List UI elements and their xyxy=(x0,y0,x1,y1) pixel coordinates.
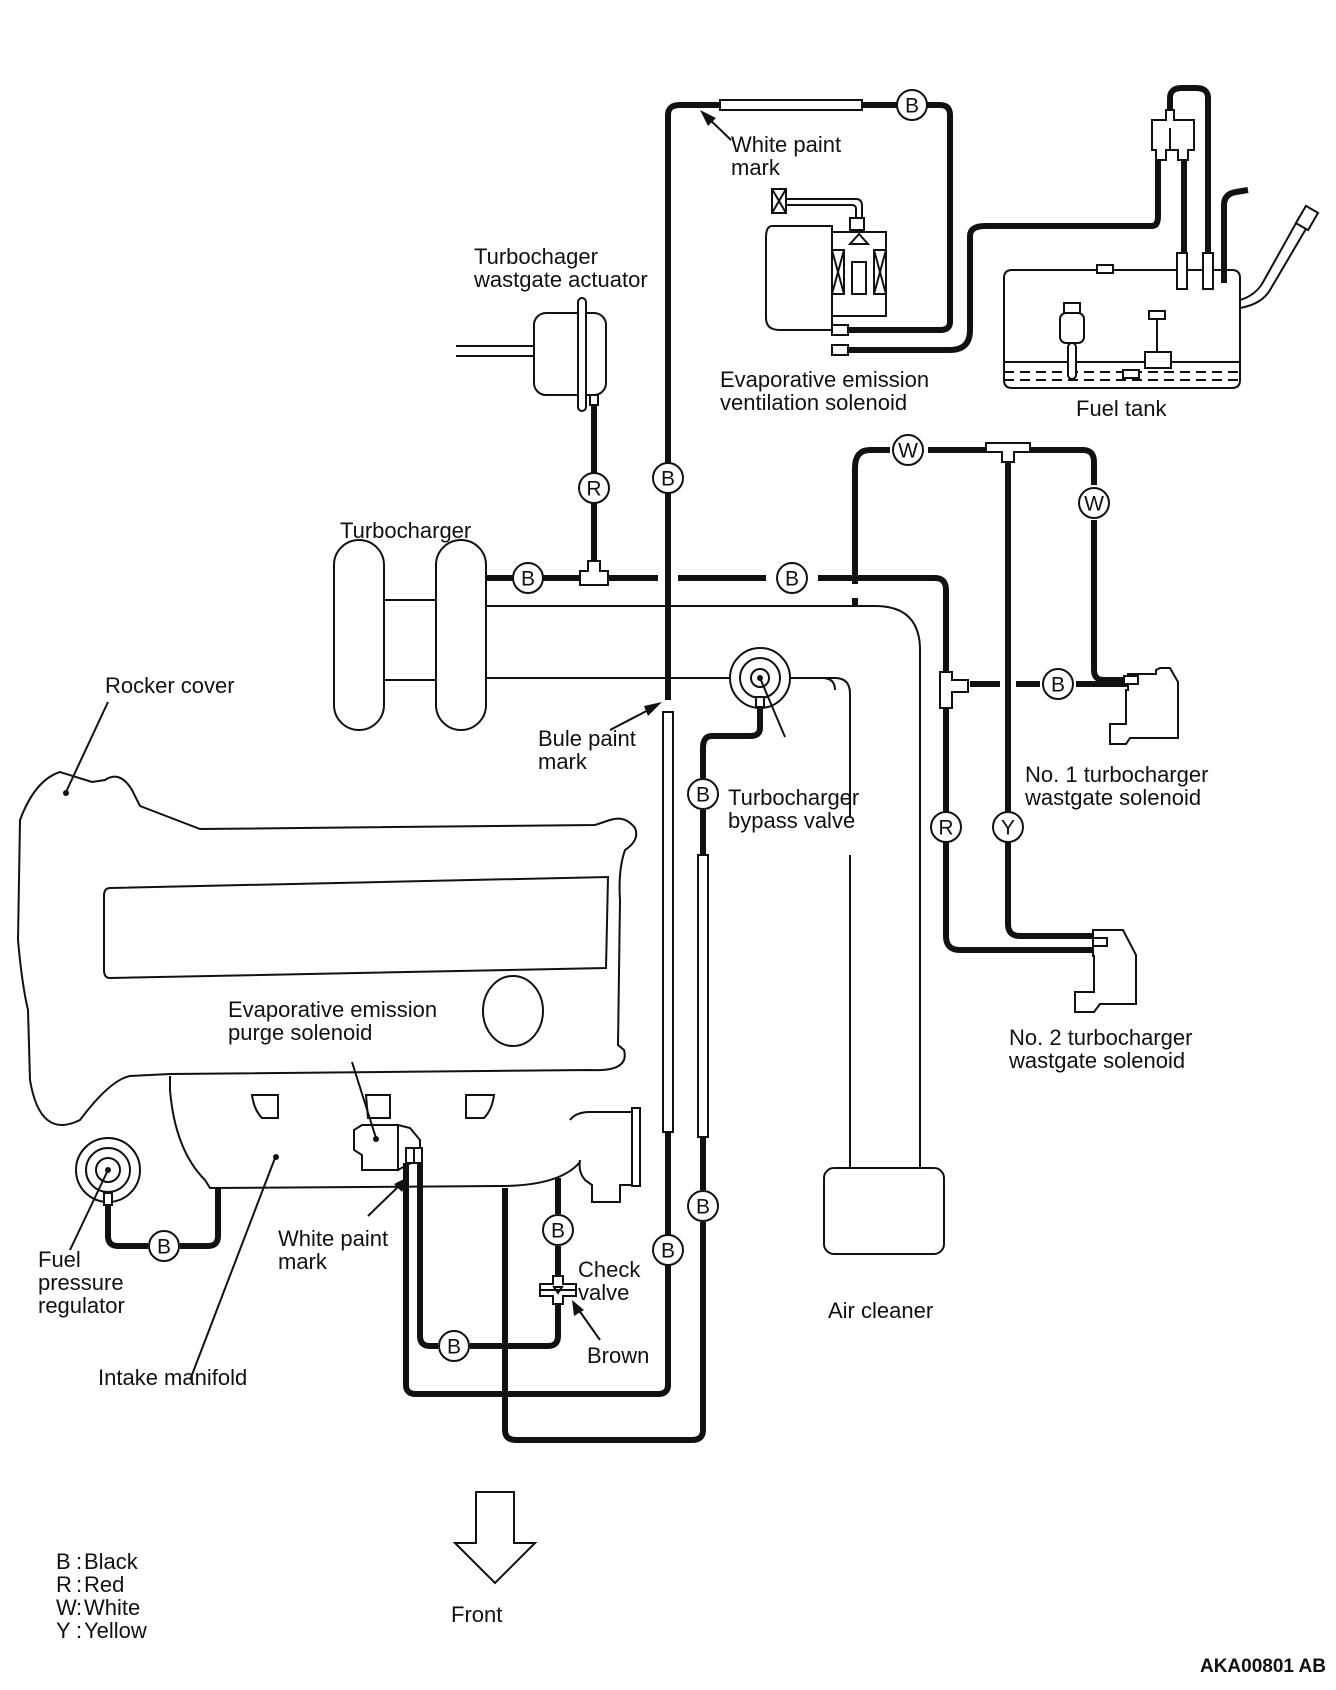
svg-text:B: B xyxy=(521,568,535,591)
intake-duct xyxy=(486,605,921,1168)
svg-text:B: B xyxy=(56,1549,71,1574)
fuel-tank-connector xyxy=(1151,109,1195,161)
svg-text:B: B xyxy=(785,568,799,591)
front-arrow-icon xyxy=(452,1491,538,1585)
label-brown: Brown xyxy=(587,1343,649,1368)
leader-arrows xyxy=(367,110,732,1341)
rocker-cover xyxy=(16,701,638,1126)
svg-text:White: White xyxy=(84,1595,140,1620)
svg-text:Yellow: Yellow xyxy=(84,1618,147,1643)
legend-item: W:White xyxy=(56,1595,140,1620)
fuel-tank xyxy=(1003,204,1320,389)
hose-tag-actuator-line: R xyxy=(578,472,610,504)
hose-tag-no1-b: B xyxy=(1042,668,1074,700)
label-air-cleaner: Air cleaner xyxy=(828,1298,933,1323)
label-fuel-tank: Fuel tank xyxy=(1076,396,1167,421)
hose-tag-bypass-b: B xyxy=(687,778,719,810)
rocker-cover-leader xyxy=(65,701,109,793)
hose-tag-turbo-right: B xyxy=(776,562,808,594)
svg-text:W: W xyxy=(56,1595,77,1620)
svg-text:Y: Y xyxy=(1001,817,1015,840)
turbo-wastegate-actuator xyxy=(456,297,607,412)
air-cleaner xyxy=(823,1167,945,1255)
legend-item: R:Red xyxy=(56,1572,124,1597)
label-front: Front xyxy=(451,1602,502,1627)
fuel-pressure-regulator xyxy=(69,1137,141,1251)
hose-tag-w-top: W xyxy=(892,434,924,466)
svg-text:R: R xyxy=(56,1572,72,1597)
evap-purge-solenoid xyxy=(351,1061,423,1172)
hose-tag-top-line: B xyxy=(896,89,928,121)
legend-item: Y:Yellow xyxy=(56,1618,147,1643)
svg-text::: : xyxy=(76,1549,82,1574)
svg-text:R: R xyxy=(586,478,601,501)
hose-tag-r-vertical: R xyxy=(930,811,962,843)
label-rocker-cover: Rocker cover xyxy=(105,673,235,698)
svg-text:W: W xyxy=(898,440,918,463)
hose-tag-purge-b: B xyxy=(438,1330,470,1362)
no2-wastegate-solenoid xyxy=(1074,929,1137,1013)
svg-text:Red: Red xyxy=(84,1572,124,1597)
svg-text:Y: Y xyxy=(56,1618,71,1643)
check-valve xyxy=(539,1275,577,1336)
t-fitting-actuator xyxy=(579,560,609,586)
svg-text:B: B xyxy=(905,95,919,118)
svg-text:B: B xyxy=(696,1196,710,1219)
svg-text:B: B xyxy=(1051,674,1065,697)
svg-text:B: B xyxy=(661,1240,675,1263)
hose-tag-w-right: W xyxy=(1078,487,1110,519)
svg-text:B: B xyxy=(696,784,710,807)
turbocharger xyxy=(333,539,487,731)
svg-text:B: B xyxy=(551,1220,565,1243)
svg-text:W: W xyxy=(1084,493,1104,516)
svg-text:B: B xyxy=(447,1336,461,1359)
svg-text:B: B xyxy=(157,1236,171,1259)
turbocharger-bypass-valve xyxy=(729,647,836,738)
svg-text::: : xyxy=(76,1595,82,1620)
svg-text:R: R xyxy=(938,817,953,840)
t-fitting-no1 xyxy=(939,671,969,709)
hoses xyxy=(105,85,1249,1443)
figure-code: AKA00801 AB xyxy=(1200,1656,1326,1677)
hose-tag-main-vertical: B xyxy=(652,462,684,494)
t-fitting-top xyxy=(985,442,1031,463)
evap-ventilation-solenoid xyxy=(765,188,887,356)
blue-paint-mark-sleeve xyxy=(662,711,674,1133)
svg-text::: : xyxy=(76,1618,82,1643)
hose-tag-fpr-b: B xyxy=(148,1230,180,1262)
label-intake-manifold: Intake manifold xyxy=(98,1365,247,1390)
svg-text:Black: Black xyxy=(84,1549,139,1574)
legend-item: B:Black xyxy=(56,1549,139,1574)
paint-sleeve-right xyxy=(697,854,709,1138)
intake-manifold-leader xyxy=(189,1157,276,1381)
hose-tag-check-upper-b: B xyxy=(542,1214,574,1246)
hose-tag-turbo-left: B xyxy=(512,562,544,594)
hose-tag-right-lower-b: B xyxy=(687,1190,719,1222)
hose-tag-main-lower-b: B xyxy=(652,1234,684,1266)
hose-tag-y-vertical: Y xyxy=(992,811,1024,843)
no1-wastegate-solenoid xyxy=(1109,667,1179,745)
label-turbocharger: Turbocharger xyxy=(340,518,471,543)
svg-text::: : xyxy=(76,1572,82,1597)
white-paint-mark-sleeve-top xyxy=(719,99,863,111)
svg-text:B: B xyxy=(661,468,675,491)
